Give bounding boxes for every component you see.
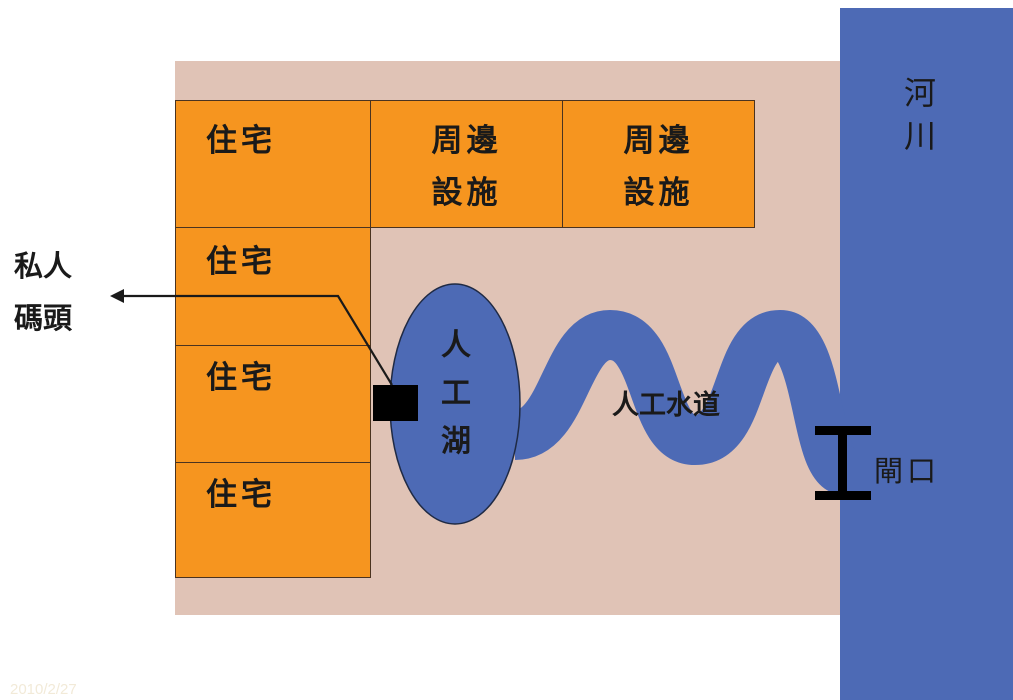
sluice-gate-icon (815, 426, 871, 500)
lake-label: 人 工 湖 (441, 322, 471, 466)
gate-label: 閘口 (874, 454, 941, 488)
facility-lot-label-line2: 設施 (623, 175, 694, 211)
river-label: 河 川 (904, 72, 936, 158)
house-lot-3: 住宅 (175, 345, 371, 463)
facility-lot-label-line2: 設施 (431, 175, 502, 211)
lake-label-char: 湖 (441, 424, 471, 459)
pier-leader-line (120, 294, 393, 386)
private-pier (373, 385, 418, 421)
house-lot-1: 住宅 (175, 100, 371, 228)
house-lot-label: 住宅 (206, 360, 276, 396)
canal-label: 人工水道 (612, 390, 720, 421)
facility-lot-label-line1: 周邊 (623, 123, 694, 159)
date-stamp: 2010/2/27 (10, 681, 77, 698)
facility-lot-label-line1: 周邊 (431, 123, 502, 159)
house-lot-2: 住宅 (175, 227, 371, 346)
private-pier-label-line1: 私人 (14, 249, 73, 283)
private-pier-label-line2: 碼頭 (14, 301, 73, 335)
private-pier-label: 私人 碼頭 (14, 240, 72, 344)
river (840, 8, 1013, 700)
house-lot-label: 住宅 (206, 244, 276, 280)
house-lot-label: 住宅 (206, 123, 276, 159)
house-lot-label: 住宅 (206, 477, 276, 513)
river-label-char: 川 (904, 117, 937, 155)
artificial-canal (511, 309, 858, 495)
house-lot-4: 住宅 (175, 462, 371, 578)
lake-label-char: 人 (441, 328, 471, 363)
facility-lot-2: 周邊 設施 (562, 100, 755, 228)
pier-arrowhead (110, 289, 124, 303)
lake-label-char: 工 (441, 376, 471, 411)
river-label-char: 河 (904, 74, 937, 112)
